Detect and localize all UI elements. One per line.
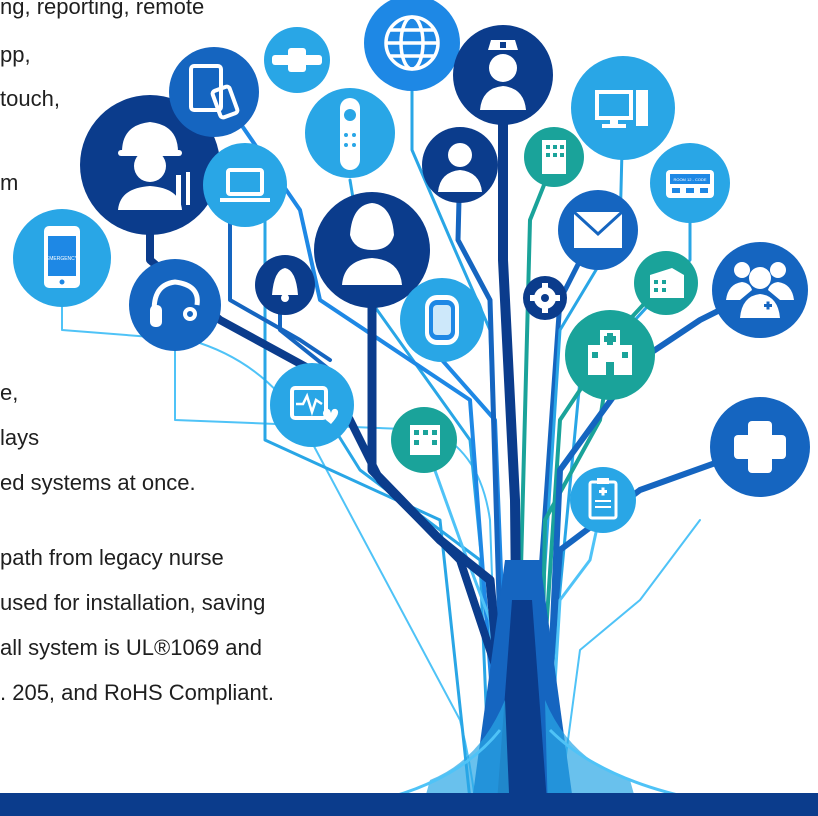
envelope-icon	[572, 210, 624, 248]
bell-icon	[272, 268, 298, 302]
bell-node	[255, 255, 315, 315]
text-line: touch,	[0, 86, 60, 111]
tree-trunk	[379, 560, 701, 816]
dome-light-icon	[425, 295, 459, 345]
footer-band	[0, 793, 818, 816]
laptop-icon	[220, 168, 270, 202]
gear-icon	[530, 283, 560, 313]
globe-node	[364, 0, 460, 91]
text-line: e,	[0, 380, 19, 405]
hospital-icon	[588, 330, 632, 375]
pager-node: ROOM 12 - CODE	[650, 143, 730, 223]
patient-node	[422, 127, 498, 203]
dome-light-node	[400, 278, 484, 362]
pager-icon: ROOM 12 - CODE	[666, 170, 714, 198]
hospital-node	[565, 310, 655, 400]
heart-monitor-icon	[290, 386, 339, 424]
computer-icon	[595, 90, 648, 128]
laptop-node	[203, 143, 287, 227]
medical-cross-node	[710, 397, 810, 497]
handset-node	[305, 88, 395, 178]
building-icon	[542, 140, 566, 174]
wristband-icon	[272, 48, 322, 72]
heart-monitor-node	[270, 363, 354, 447]
hospital-building-node	[391, 407, 457, 473]
text-line: pp,	[0, 42, 31, 67]
technician-icon	[118, 122, 190, 210]
technician-node	[80, 95, 220, 235]
smartphone-icon: EMERGENCY	[44, 226, 80, 288]
nurse-node	[453, 25, 553, 125]
globe-icon	[384, 15, 440, 71]
text-line: path from legacy nurse	[0, 545, 224, 570]
computer-node	[571, 56, 675, 160]
text-line: ng, reporting, remote	[0, 0, 205, 19]
handset-icon	[340, 98, 360, 170]
clipboard-icon	[588, 478, 618, 520]
tablet-phone-node	[169, 47, 259, 137]
building-teal-node	[634, 251, 698, 315]
patient-icon	[438, 143, 482, 192]
headset-icon	[150, 279, 200, 327]
building-teal-icon	[650, 268, 684, 298]
smartphone-node: EMERGENCY	[13, 209, 111, 307]
operator-node	[314, 192, 430, 308]
hospital-building-icon	[410, 425, 440, 455]
text-line: m	[0, 170, 19, 195]
building-node	[524, 127, 584, 187]
text-line: . 205, and RoHS Compliant.	[0, 680, 274, 705]
pager-screen-label: ROOM 12 - CODE	[673, 177, 706, 182]
envelope-node	[558, 190, 638, 270]
phone-screen-label: EMERGENCY	[46, 256, 79, 262]
medical-cross-icon	[734, 421, 786, 473]
nurse-icon	[480, 40, 526, 110]
doctors-node	[712, 242, 808, 338]
wristband-node	[264, 27, 330, 93]
gear-node	[523, 276, 567, 320]
tablet-phone-icon	[189, 64, 240, 120]
doctors-icon	[726, 262, 794, 318]
text-line: lays	[0, 425, 40, 450]
text-line: ed systems at once.	[0, 470, 196, 495]
text-line: all system is UL®1069 and	[0, 635, 263, 660]
operator-icon	[342, 203, 402, 285]
clipboard-node	[570, 467, 636, 533]
headset-node	[129, 259, 221, 351]
text-line: used for installation, saving	[0, 590, 266, 615]
